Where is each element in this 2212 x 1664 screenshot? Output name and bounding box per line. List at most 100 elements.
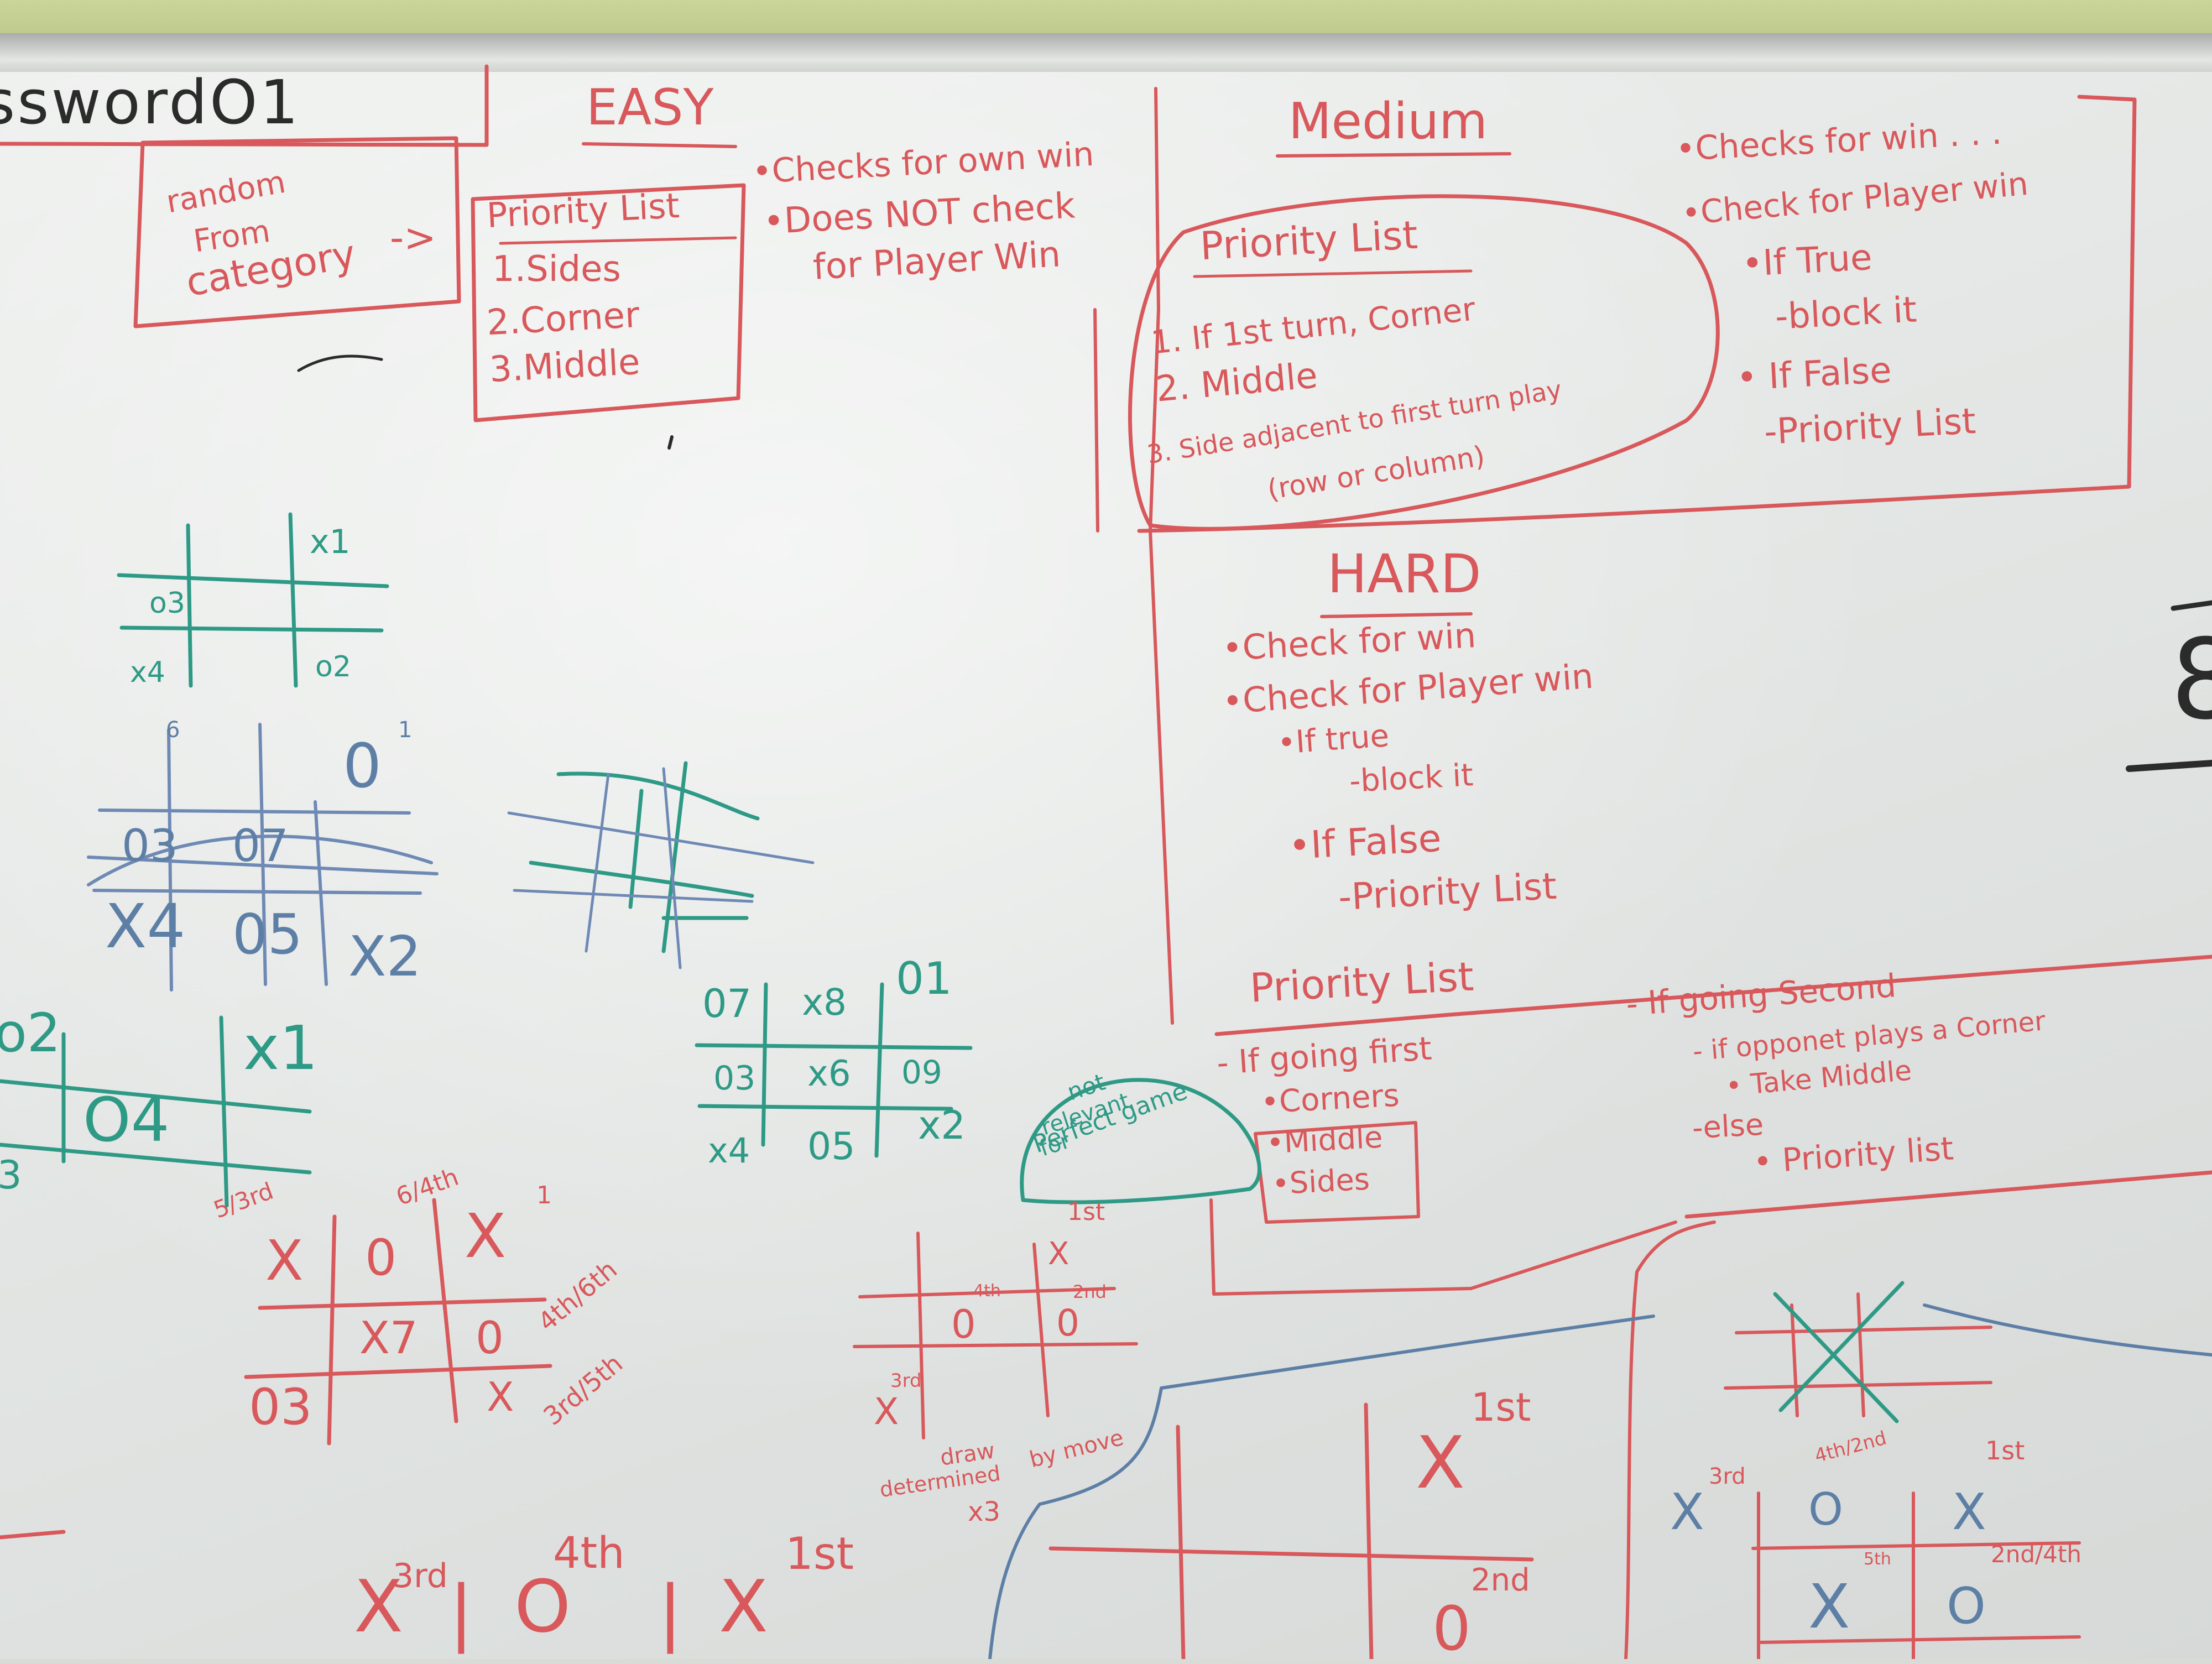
grid-blue-mark: 07 [232,820,289,872]
hard-first-4: •Sides [1271,1161,1371,1202]
easy-priority-box [471,183,746,422]
grid-teal-mid-mark: 03 [713,1059,756,1098]
whiteboard [0,72,2212,1659]
bottom-row-mark: X [719,1564,769,1649]
hard-note-5: •If False [1287,816,1443,869]
easy-priority-title: Priority List [486,185,681,236]
bottom-row-mark: 1st [785,1528,854,1579]
password-text: sswordO1 [0,67,301,138]
grid-teal-mid-mark: x4 [708,1130,750,1171]
small-grid-mark: X [1952,1483,1986,1541]
edge-number: 8 [2171,615,2212,744]
grid-blue-mark: 03 [122,820,178,872]
small-grid-mark: X [1670,1483,1704,1541]
bottom-row-mark: 3rd [393,1557,448,1595]
grid-teal-left [0,1015,312,1208]
bottom-row-divider: | [658,1570,682,1654]
grid-red-mid-mark: 0 [951,1302,976,1347]
easy-item-2: 2.Corner [486,294,641,344]
hard-second-4: -else [1691,1107,1765,1146]
grid-blue-mark: 6 [166,717,180,743]
grid-red-left-mark: X [465,1201,507,1271]
grid-red-mid-mark: 4th [973,1281,1001,1301]
small-grid-mark: 5th [1864,1550,1891,1569]
random-arrow: -> [390,215,436,260]
small-grid-mark: X [1808,1571,1850,1642]
grid-red-left-mark: 1 [536,1181,552,1209]
big-grid [1048,1402,1534,1659]
grid-red-mid-mark: 1st [1067,1198,1105,1226]
hard-note-4: -block it [1348,757,1474,800]
hard-first-2: •Corners [1260,1077,1401,1121]
divider-line [1149,87,1174,1025]
small-grid-mark: O [1808,1484,1843,1535]
bottom-row-mark: O [514,1564,571,1649]
grid-red-mid-mark: X [1048,1236,1070,1272]
hard-first-3: •Middle [1265,1119,1384,1161]
medium-box [1137,95,2137,533]
grid-teal-top-mark: x1 [310,523,351,561]
grid-red-left-mark: 03 [249,1378,312,1436]
hard-priority-box [1214,954,2212,1036]
grid-teal-mid-mark: x2 [918,1103,966,1148]
grid-red-left [244,1198,552,1446]
bottom-row-mark: X [354,1564,404,1649]
medium-priority-title: Priority List [1199,212,1419,269]
medium-title: Medium [1288,92,1488,150]
grid-teal-mid-mark: 09 [901,1053,942,1091]
grid-teal-top-mark: x4 [130,656,165,689]
grid-teal-mid-mark: 07 [702,981,752,1026]
bottom-row-mark: 4th [553,1529,625,1578]
bottom-row-divider: | [449,1570,473,1654]
grid-teal-left-mark: x1 [243,1013,319,1083]
hard-note-3: •If true [1276,718,1390,761]
grid-red-mid-mark: 2nd [1073,1281,1107,1302]
grid-teal-left-mark: o2 [0,1002,61,1064]
medium-note-4: -block it [1774,289,1918,338]
grid-blue [87,723,439,992]
grid-blue-mark: X4 [105,891,186,962]
medium-note-6: -Priority List [1763,401,1977,453]
grid-teal-mid [695,982,973,1158]
medium-priority-bubble [1128,194,1720,531]
grid-teal-center [529,761,760,953]
small-grid-mark: 1st [1985,1436,2025,1465]
big-grid-mark: 0 [1432,1593,1471,1664]
grid-red-left-mark: X7 [359,1312,418,1364]
grid-teal-left-mark: 3 [0,1152,22,1198]
grid-red-left-mark: X [265,1228,304,1293]
big-grid-mark: X [1416,1421,1465,1505]
random-box [133,136,461,328]
hard-title: HARD [1327,543,1481,605]
easy-item-1: 1.Sides [492,249,621,290]
small-grid-mark: 2nd/4th [1991,1541,2081,1568]
grid-teal-mid-mark: 01 [896,953,952,1004]
big-grid-mark: 1st [1471,1385,1531,1430]
crossed-grid [1773,1281,1905,1423]
grid-teal-top-mark: o3 [149,587,185,620]
panel-curve [1624,1270,1639,1659]
small-grid-mark: O [1947,1577,1986,1635]
grid-blue-mark: X2 [348,924,422,989]
grid-blue-mark: 05 [232,902,303,967]
grid-blue-mark: 1 [398,717,413,743]
grid-teal-mid-mark: x8 [802,981,847,1024]
small-grid-mark: 3rd [1709,1464,1746,1489]
medium-note-5: • If False [1735,350,1893,399]
grid-red-mid-mark: 3rd [890,1370,922,1392]
grid-red-mid [853,1232,1138,1439]
grid-red-left-mark: 0 [365,1229,397,1287]
grid-red-mid-mark: X [874,1390,899,1433]
medium-note-3: •If True [1741,237,1874,285]
easy-item-3: 3.Middle [488,341,641,391]
grid-red-left-mark: 0 [476,1312,504,1364]
whiteboard-frame [0,33,2212,77]
easy-title: EASY [586,79,714,137]
hard-priority-title: Priority List [1249,953,1475,1011]
grid-teal-left-mark: O4 [83,1084,170,1155]
grid-teal-top-mark: o2 [315,650,351,684]
grid-blue-mark: 0 [343,731,382,801]
grid-teal-top [117,512,389,688]
aside-dome [1020,1078,1261,1204]
